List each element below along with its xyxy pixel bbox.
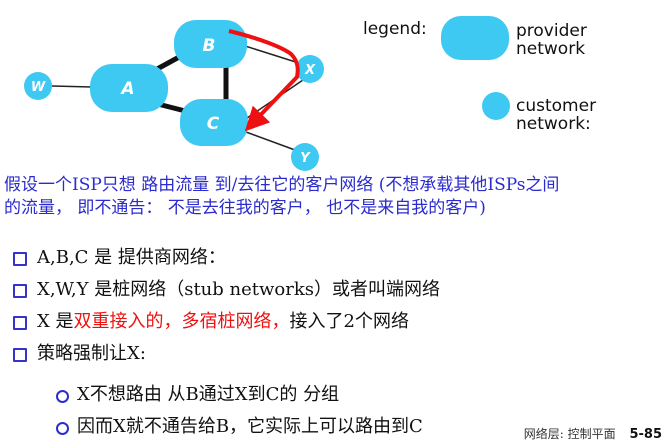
legend-customer-line2: network:: [516, 114, 591, 134]
bullet-provider-networks: A,B,C 是 提供商网络：: [13, 246, 226, 270]
subbullet-text: 因而X就不通告给B，它实际上可以路由到C: [77, 416, 423, 437]
square-bullet-icon: [13, 348, 27, 362]
circle-bullet-icon: [56, 390, 69, 403]
provider-network-b: [174, 20, 247, 68]
bullet-text-black-2: 接入了2个网络: [289, 311, 409, 332]
square-bullet-icon: [13, 252, 27, 266]
bullet-text: 策略强制让X:: [37, 343, 146, 364]
bullet-text: A,B,C 是 提供商网络：: [37, 247, 226, 268]
footer-page-number: 5-85: [629, 427, 662, 442]
node-label-c: C: [207, 114, 220, 134]
node-label-y: Y: [300, 151, 311, 166]
customer-network-x: [296, 55, 324, 83]
provider-network-a: [90, 64, 168, 112]
bullet-policy: 策略强制让X:: [13, 342, 146, 366]
node-label-x: X: [304, 63, 316, 78]
link-b-x: [241, 44, 303, 65]
legend-customer-circle: [482, 92, 510, 120]
subbullet-no-route: X不想路由 从B通过X到C的 分组: [56, 383, 339, 407]
intro-line-1: 假设一个ISP只想 路由流量 到/去往它的客户网络 (不想承载其他ISPs之间: [4, 175, 560, 195]
bullet-dual-homed: X 是双重接入的，多宿桩网络，接入了2个网络: [13, 310, 409, 334]
square-bullet-icon: [13, 316, 27, 330]
customer-network-y: [291, 143, 319, 171]
link-c-y: [245, 131, 296, 151]
intro-paragraph: 假设一个ISP只想 路由流量 到/去往它的客户网络 (不想承载其他ISPs之间 …: [4, 174, 664, 220]
slide-footer: 网络层: 控制平面 5-85: [524, 425, 662, 442]
bullet-text: X,W,Y 是桩网络（stub networks）或者叫端网络: [37, 279, 440, 300]
subbullet-no-advertise: 因而X就不通告给B，它实际上可以路由到C: [56, 415, 423, 439]
bullet-stub-networks: X,W,Y 是桩网络（stub networks）或者叫端网络: [13, 278, 440, 302]
legend-title: legend:: [363, 19, 427, 39]
intro-line-2: 的流量， 即不通告： 不是去往我的客户， 也不是来自我的客户): [4, 198, 486, 218]
circle-bullet-icon: [56, 422, 69, 435]
footer-section-label: 网络层: 控制平面: [523, 427, 616, 441]
node-label-w: W: [31, 80, 46, 95]
node-label-a: A: [119, 79, 134, 99]
network-diagram: W A B C X Y legend: provider network cus…: [24, 16, 596, 171]
bullet-text: X 是双重接入的，多宿桩网络，接入了2个网络: [37, 310, 409, 334]
legend-customer-line1: customer: [516, 96, 596, 116]
bullet-text-red: 双重接入的，多宿桩网络，: [73, 311, 290, 332]
square-bullet-icon: [13, 284, 27, 298]
provider-network-c: [180, 99, 248, 146]
legend-provider-line1: provider: [516, 21, 587, 41]
subbullet-text: X不想路由 从B通过X到C的 分组: [77, 384, 340, 405]
legend-provider-line2: network: [516, 39, 585, 59]
customer-network-w: [24, 72, 52, 100]
node-label-b: B: [203, 36, 216, 56]
red-route-arrow: [228, 29, 300, 132]
bullet-text-black-1: X 是: [37, 311, 74, 332]
link-w-a: [51, 85, 93, 88]
legend-provider-blob: [441, 16, 509, 60]
